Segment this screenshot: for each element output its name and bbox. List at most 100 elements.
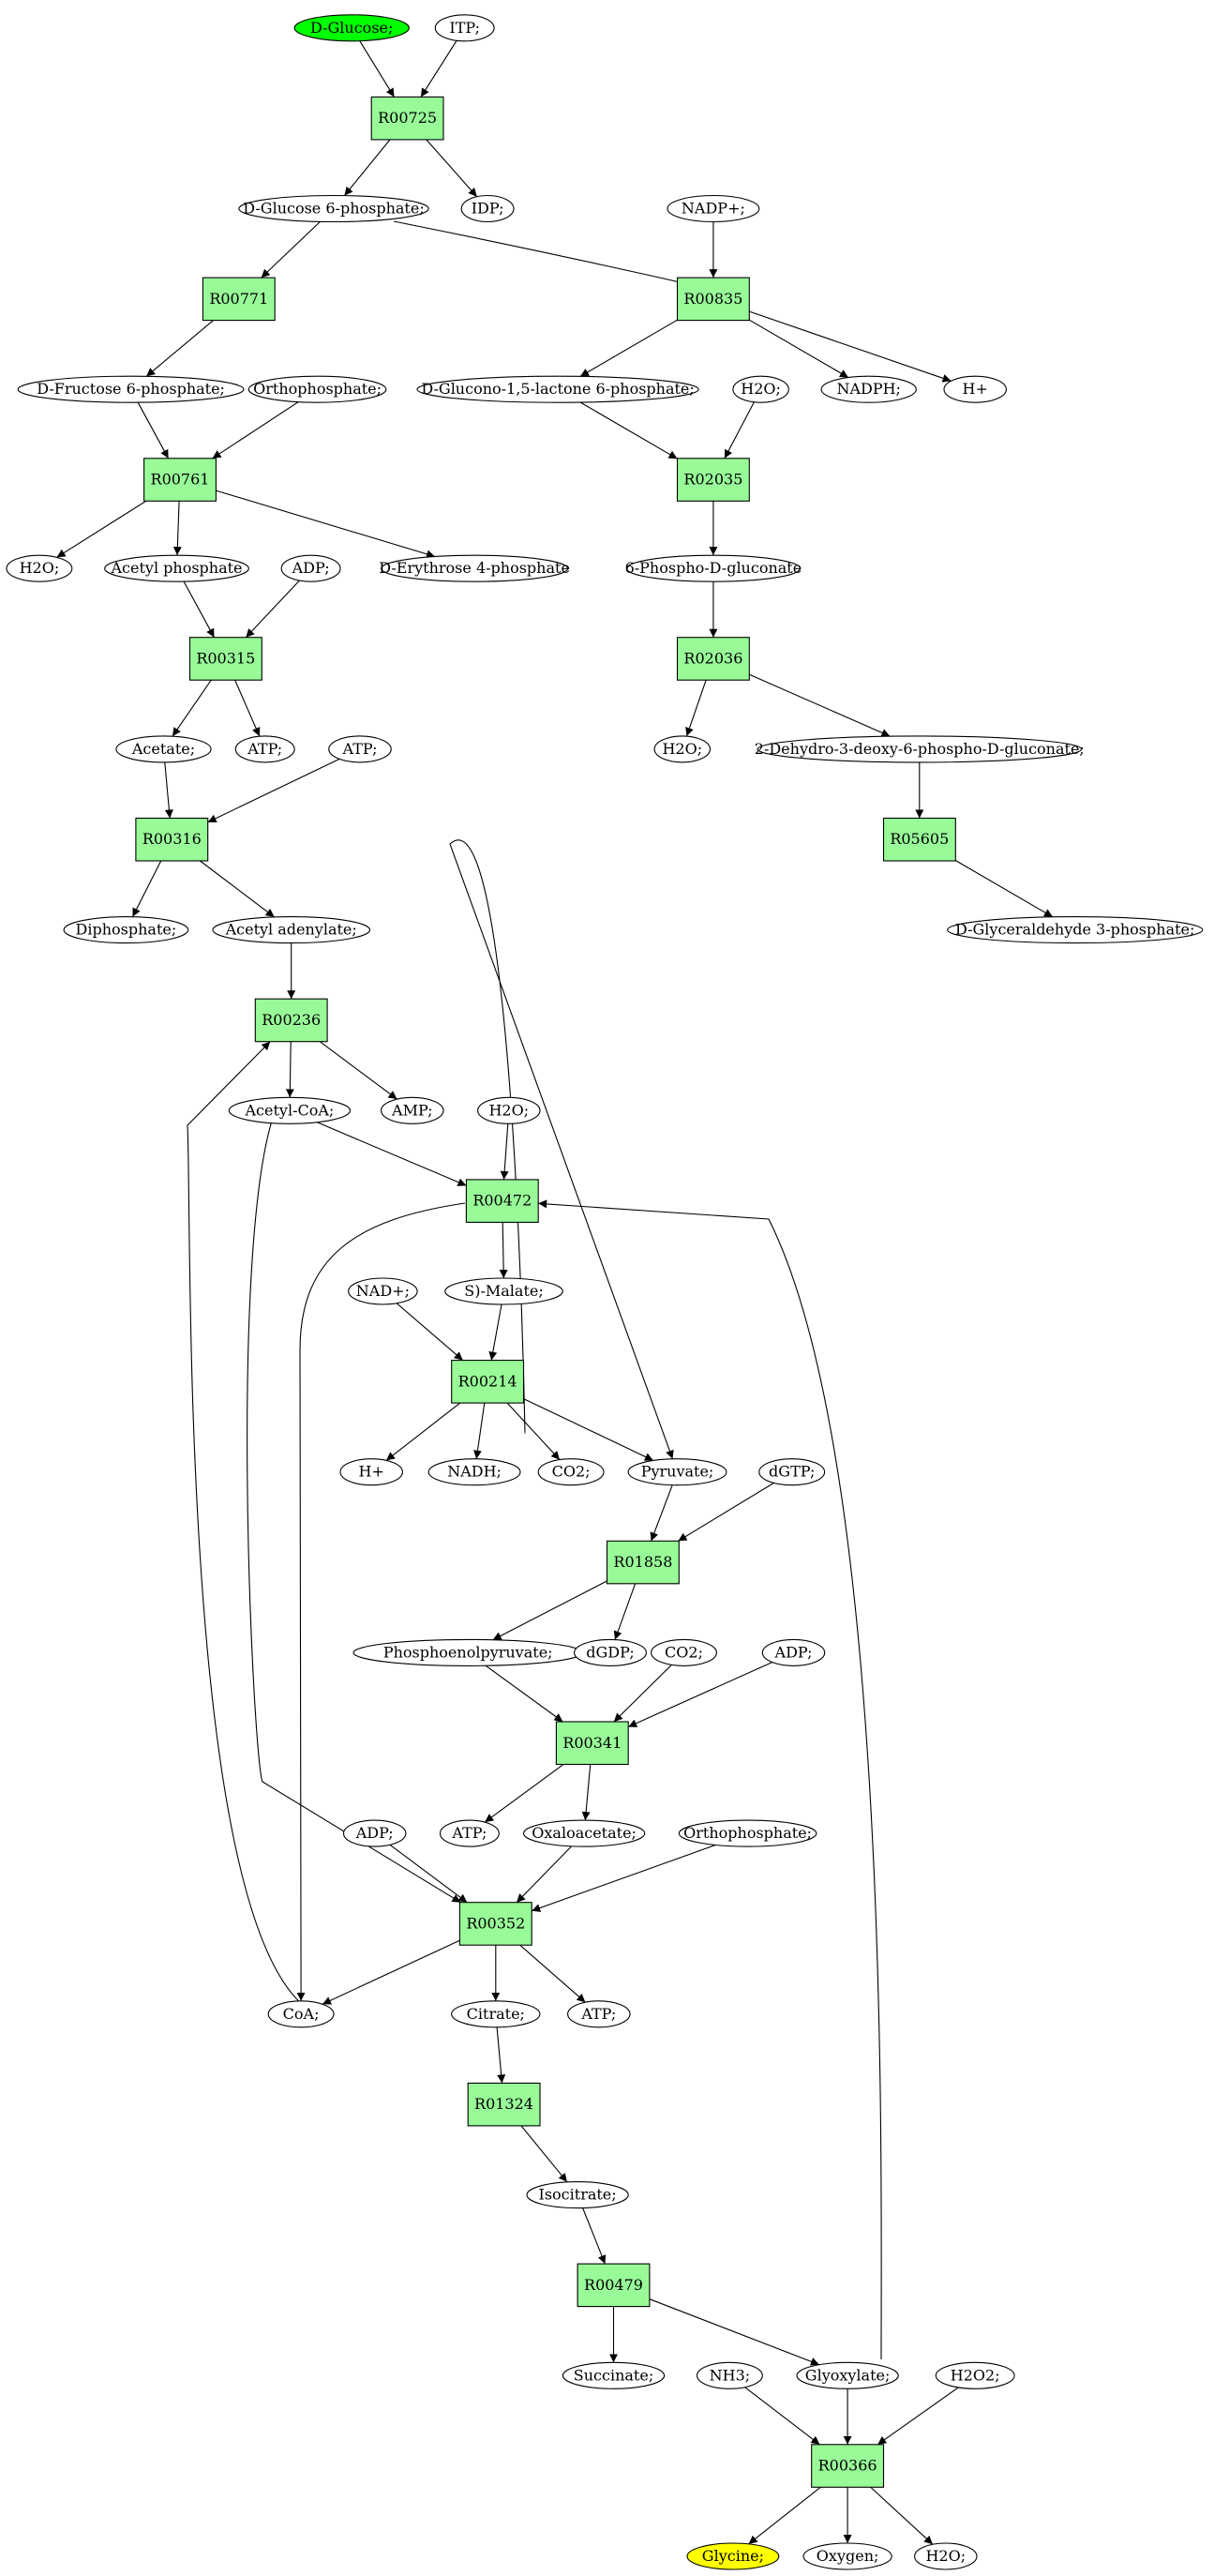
reaction-node-r00479: R00479 bbox=[577, 2263, 651, 2308]
node-label: Isocitrate; bbox=[539, 2186, 617, 2204]
compound-node-atp3: ATP; bbox=[439, 1819, 500, 1847]
node-label: R00472 bbox=[472, 1192, 532, 1210]
edge-r00236-to-amp bbox=[319, 1041, 397, 1100]
compound-node-pep: Phosphoenolpyruvate; bbox=[352, 1638, 583, 1666]
edge-h2o_d-to-r00472 bbox=[500, 1123, 509, 1180]
edge-nad-to-r00214 bbox=[396, 1303, 464, 1362]
node-label: D-Glyceraldehyde 3-phosphate; bbox=[955, 921, 1194, 939]
node-label: Acetate; bbox=[131, 740, 195, 758]
compound-ellipse bbox=[228, 1096, 352, 1124]
compound-node-coa: CoA; bbox=[267, 2000, 335, 2028]
edge-citrate-to-r01324 bbox=[496, 2026, 506, 2084]
node-label: NADP+; bbox=[682, 200, 745, 218]
node-label: ADP; bbox=[774, 1643, 813, 1661]
node-label: NADH; bbox=[447, 1463, 502, 1481]
edge-oxaloacetate-to-r00352 bbox=[516, 1845, 573, 1904]
node-label: R00341 bbox=[562, 1734, 622, 1752]
compound-ellipse bbox=[943, 375, 1007, 403]
node-label: dGTP; bbox=[769, 1463, 815, 1481]
edge-r00214-to-pyruvate bbox=[523, 1398, 654, 1461]
edge-glc6p-to-r00835 bbox=[393, 220, 688, 287]
edge-r00761-to-ery4p bbox=[216, 490, 436, 559]
node-label: R00352 bbox=[466, 1915, 525, 1933]
compound-node-co2_b: CO2; bbox=[651, 1638, 717, 1666]
compound-ellipse bbox=[348, 1277, 418, 1305]
edge-malate-to-r00214 bbox=[488, 1303, 502, 1361]
compound-ellipse bbox=[238, 194, 429, 223]
node-label: Orthophosphate; bbox=[683, 1824, 812, 1842]
reaction-node-r00315: R00315 bbox=[188, 637, 262, 681]
reaction-node-r01324: R01324 bbox=[467, 2082, 541, 2127]
edge-pyruvate-to-r01858 bbox=[650, 1484, 673, 1542]
compound-node-nad: NAD+; bbox=[348, 1277, 418, 1305]
reaction-box bbox=[676, 637, 750, 681]
node-label: R02035 bbox=[683, 471, 742, 489]
node-label: Glyoxylate; bbox=[805, 2366, 891, 2384]
node-label: R00761 bbox=[151, 471, 210, 489]
edge-r00835-to-nadph bbox=[749, 319, 849, 379]
node-label: R00479 bbox=[584, 2276, 643, 2294]
node-label: R00315 bbox=[196, 650, 255, 668]
compound-node-orthophos1: Orthophosphate; bbox=[247, 375, 387, 403]
compound-ellipse bbox=[381, 1096, 444, 1124]
edge-r00214-to-nadh bbox=[473, 1403, 486, 1459]
edge-r02036-to-kdpg bbox=[749, 673, 891, 737]
edge-r00725-to-glc6p bbox=[343, 139, 391, 196]
edge-r00366-to-h2o_e bbox=[870, 2486, 934, 2545]
compound-ellipse bbox=[696, 2361, 763, 2389]
compound-node-gap: D-Glyceraldehyde 3-phosphate; bbox=[947, 916, 1204, 944]
compound-ellipse bbox=[460, 194, 515, 223]
edges-layer bbox=[56, 40, 1054, 2545]
node-label: ATP; bbox=[247, 740, 282, 758]
compound-node-glc6p: D-Glucose 6-phosphate; bbox=[238, 194, 429, 223]
node-label: R01324 bbox=[474, 2095, 533, 2113]
node-label: H2O2; bbox=[951, 2366, 1000, 2384]
edge-itp-to-r00725 bbox=[420, 40, 457, 98]
compound-node-hplus2: H+ bbox=[339, 1458, 403, 1486]
reaction-node-r00725: R00725 bbox=[370, 96, 444, 141]
edge-r00341-to-oxaloacetate bbox=[581, 1764, 592, 1821]
compound-ellipse bbox=[802, 2542, 892, 2570]
reaction-box bbox=[606, 1540, 680, 1585]
edge-acetate-to-r00316 bbox=[164, 761, 173, 819]
node-label: S)-Malate; bbox=[464, 1282, 543, 1300]
node-label: H2O; bbox=[925, 2547, 966, 2565]
node-label: R00316 bbox=[142, 830, 202, 848]
reaction-node-r01858: R01858 bbox=[606, 1540, 680, 1585]
edge-r00316-to-diphos bbox=[132, 860, 162, 917]
edge-r00472-to-malate bbox=[499, 1222, 508, 1279]
compound-node-atp4: ATP; bbox=[567, 2000, 631, 2028]
reaction-node-r00835: R00835 bbox=[676, 277, 750, 322]
compound-ellipse bbox=[267, 2000, 335, 2028]
node-label: R00725 bbox=[378, 109, 437, 127]
compound-node-nh3: NH3; bbox=[696, 2361, 763, 2389]
compound-ellipse bbox=[234, 735, 295, 763]
compound-ellipse bbox=[567, 2000, 631, 2028]
compound-node-itp: ITP; bbox=[434, 14, 495, 42]
compound-node-kdpg: 2-Dehydro-3-deoxy-6-phospho-D-gluconate; bbox=[755, 735, 1085, 763]
compound-node-hplus1: H+ bbox=[943, 375, 1007, 403]
node-label: Phosphoenolpyruvate; bbox=[383, 1643, 553, 1661]
node-label: Oxaloacetate; bbox=[532, 1824, 637, 1842]
compound-ellipse bbox=[339, 1458, 403, 1486]
compound-ellipse bbox=[381, 554, 569, 582]
compound-ellipse bbox=[820, 375, 917, 403]
compound-node-glucono: D-Glucono-1,5-lactone 6-phosphate; bbox=[416, 375, 699, 403]
compound-node-malate: S)-Malate; bbox=[444, 1277, 563, 1305]
compound-node-glucose: D-Glucose; bbox=[293, 14, 410, 42]
edge-glc6p-to-r00771 bbox=[261, 221, 321, 279]
compound-ellipse bbox=[115, 735, 212, 763]
edge-r05605-to-gap bbox=[954, 860, 1054, 918]
reaction-box bbox=[451, 1360, 525, 1404]
compound-ellipse bbox=[427, 1458, 521, 1486]
node-label: CO2; bbox=[552, 1463, 591, 1481]
compound-ellipse bbox=[627, 1458, 727, 1486]
reaction-box bbox=[465, 1179, 539, 1223]
compound-node-succinate: Succinate; bbox=[562, 2361, 666, 2389]
edge-r00472-to-coa bbox=[296, 1202, 466, 2001]
node-label: H+ bbox=[963, 380, 988, 398]
reaction-node-r00366: R00366 bbox=[811, 2444, 885, 2488]
node-label: Glycine; bbox=[702, 2547, 764, 2565]
compound-ellipse bbox=[562, 2361, 666, 2389]
